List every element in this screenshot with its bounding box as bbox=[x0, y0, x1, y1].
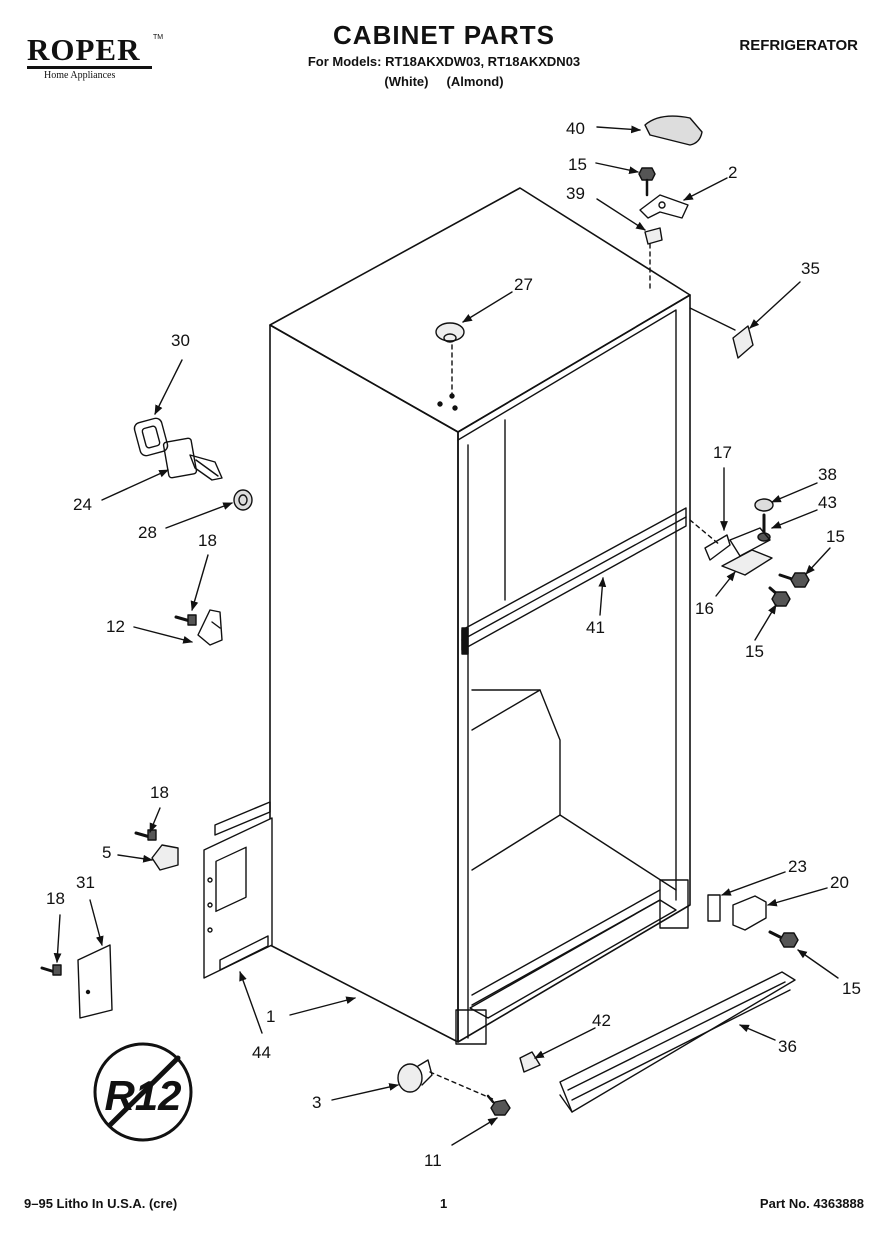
cover-31 bbox=[77, 944, 113, 1019]
hinge-cover-40 bbox=[644, 115, 703, 146]
callout-44: 44 bbox=[252, 1043, 271, 1062]
callout-16: 16 bbox=[695, 599, 714, 618]
callout-5: 5 bbox=[102, 843, 111, 862]
callout-15: 15 bbox=[842, 979, 861, 998]
callout-1: 1 bbox=[266, 1007, 275, 1026]
bracket-12 bbox=[197, 609, 223, 646]
callout-17: 17 bbox=[713, 443, 732, 462]
callout-12: 12 bbox=[106, 617, 125, 636]
callout-35: 35 bbox=[801, 259, 820, 278]
brand-subtitle: Home Appliances bbox=[44, 70, 116, 81]
brand-rule bbox=[27, 66, 152, 69]
gasket-30 bbox=[133, 417, 169, 457]
callout-18: 18 bbox=[150, 783, 169, 802]
cabinet-shell bbox=[269, 187, 691, 1043]
page-title: CABINET PARTS bbox=[333, 20, 555, 50]
callout-24: 24 bbox=[73, 495, 92, 514]
screw-18-upper bbox=[174, 614, 197, 626]
models-line: For Models: RT18AKXDW03, RT18AKXDN03 bbox=[307, 54, 581, 69]
spacer-39 bbox=[644, 227, 663, 245]
callout-18: 18 bbox=[198, 531, 217, 550]
leader-35-ext bbox=[689, 307, 736, 331]
bottom-bracket-rail bbox=[455, 879, 689, 1045]
brand-logo: ROPER bbox=[27, 32, 141, 67]
divider-rail bbox=[461, 507, 687, 655]
cap-35 bbox=[732, 325, 754, 359]
callout-43: 43 bbox=[818, 493, 837, 512]
callout-2: 2 bbox=[728, 163, 737, 182]
callout-15: 15 bbox=[745, 642, 764, 661]
assembly-line-3 bbox=[429, 1071, 496, 1101]
callout-28: 28 bbox=[138, 523, 157, 542]
callout-41: 41 bbox=[586, 618, 605, 637]
callout-15: 15 bbox=[568, 155, 587, 174]
bottom-hinge-20 bbox=[732, 895, 767, 931]
callout-numbers: 40 15 2 39 35 27 30 24 28 18 12 17 38 43… bbox=[46, 119, 861, 1170]
callout-42: 42 bbox=[592, 1011, 611, 1030]
callout-18: 18 bbox=[46, 889, 65, 908]
color-variants-line: (White) (Almond) bbox=[384, 74, 504, 89]
side-panel-44 bbox=[203, 801, 273, 979]
screw-18-lower bbox=[40, 964, 62, 976]
roller-3 bbox=[397, 1059, 433, 1093]
callout-11: 11 bbox=[424, 1151, 442, 1170]
footer-litho: 9–95 Litho In U.S.A. (cre) bbox=[24, 1196, 178, 1211]
callout-27: 27 bbox=[514, 275, 533, 294]
callout-15: 15 bbox=[826, 527, 845, 546]
product-type: REFRIGERATOR bbox=[739, 37, 858, 54]
screw-15-right-b bbox=[768, 586, 791, 607]
washer-38 bbox=[754, 498, 774, 512]
assembly-line-right bbox=[689, 519, 721, 546]
callout-39: 39 bbox=[566, 184, 585, 203]
washer-28 bbox=[233, 489, 253, 511]
callout-36: 36 bbox=[778, 1037, 797, 1056]
center-hinge-16 bbox=[721, 527, 773, 576]
callout-23: 23 bbox=[788, 857, 807, 876]
pin-43 bbox=[757, 513, 771, 542]
screw-15-right-a bbox=[778, 572, 810, 588]
trademark-mark: TM bbox=[153, 34, 164, 41]
callout-3: 3 bbox=[312, 1093, 321, 1112]
clip-42 bbox=[519, 1051, 541, 1073]
shim-17 bbox=[704, 534, 731, 561]
top-hinge-2 bbox=[639, 194, 689, 219]
callout-20: 20 bbox=[830, 873, 849, 892]
r12-badge: R12 bbox=[93, 1042, 193, 1142]
plug-27 bbox=[435, 322, 465, 343]
clip-5 bbox=[151, 844, 179, 871]
callout-31: 31 bbox=[76, 873, 95, 892]
plate-23 bbox=[707, 894, 721, 922]
screw-11 bbox=[486, 1094, 511, 1116]
screw-18-mid bbox=[134, 829, 157, 841]
screw-15-top bbox=[638, 167, 656, 197]
handle-mount-24 bbox=[162, 437, 223, 481]
footer-page-number: 1 bbox=[440, 1196, 448, 1211]
callout-38: 38 bbox=[818, 465, 837, 484]
callout-40: 40 bbox=[566, 119, 585, 138]
callout-30: 30 bbox=[171, 331, 190, 350]
leader-lines bbox=[53, 125, 839, 1146]
footer-part-number: Part No. 4363888 bbox=[759, 1196, 864, 1211]
screw-15-bottom bbox=[768, 930, 799, 948]
grille-36 bbox=[559, 971, 796, 1113]
